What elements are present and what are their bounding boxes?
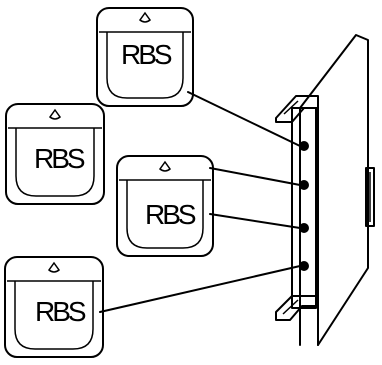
faceplate-jack-2 [299,180,309,190]
latch-icon [158,160,172,172]
rbs-label: RBS [121,39,172,70]
cable-3 [209,213,301,229]
faceplate [291,107,317,309]
latch-icon [47,261,61,273]
rbs-module-1: RBS [96,7,194,107]
faceplate-jack-4 [299,261,309,271]
edge-connector [365,167,375,227]
rbs-module-2: RBS [5,103,105,205]
rbs-label: RBS [34,143,85,174]
cable-2 [209,167,301,186]
rbs-label: RBS [145,199,196,230]
faceplate-jack-1 [299,141,309,151]
faceplate-jack-3 [299,223,309,233]
cables [99,91,301,313]
latch-icon [48,108,62,120]
rbs-module-4: RBS [4,256,104,358]
cable-1 [187,91,301,147]
bottom-ejector-handle [275,295,317,321]
rbs-module-3: RBS [116,155,214,257]
circuit-board [275,34,375,346]
top-ejector-handle [275,95,319,123]
rbs-label: RBS [35,296,86,327]
cable-4 [99,265,301,313]
latch-icon [138,11,152,23]
